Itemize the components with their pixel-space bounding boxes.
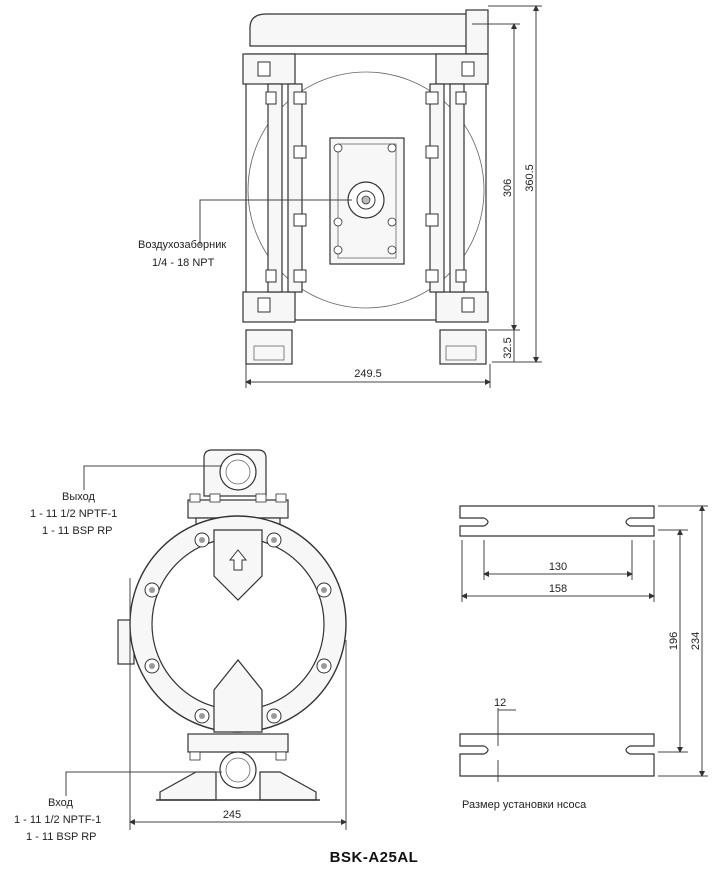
mount-caption: Размер установки нсоса xyxy=(462,799,587,811)
dim-32: 32.5 xyxy=(502,337,514,358)
dim-249: 249.5 xyxy=(354,368,382,380)
dim-234: 234 xyxy=(690,632,702,650)
outlet-spec-2: 1 - 11 BSP RP xyxy=(42,525,113,537)
dim-245: 245 xyxy=(223,809,241,821)
outlet-port-block xyxy=(465,9,489,55)
mount-plate-top xyxy=(459,505,655,537)
inlet-spec-1: 1 - 11 1/2 NPTF-1 xyxy=(14,814,101,826)
outlet-leader xyxy=(83,465,222,490)
inlet-spec-2: 1 - 11 BSP RP xyxy=(26,831,97,843)
outlet-spec-1: 1 - 11 1/2 NPTF-1 xyxy=(30,508,117,520)
dim-12: 12 xyxy=(494,697,506,709)
air-inlet-label: Воздухозаборник xyxy=(138,239,226,251)
dim-306: 306 xyxy=(502,179,514,197)
model-title: BSK-A25AL xyxy=(330,849,419,866)
front-view: Выход 1 - 11 1/2 NPTF-1 1 - 11 BSP RP Вх… xyxy=(14,449,347,843)
mount-view: 130 158 196 234 12 Размер установки нсос… xyxy=(459,505,708,811)
top-view: Воздухозаборник 1/4 - 18 NPT 306 360.5 3… xyxy=(138,5,542,388)
dim-360: 360.5 xyxy=(524,164,536,192)
dim-130: 130 xyxy=(549,561,567,573)
air-inlet-spec: 1/4 - 18 NPT xyxy=(152,257,215,269)
mount-plate-bottom xyxy=(459,733,655,777)
air-inlet-leader xyxy=(199,199,352,246)
inlet-leader xyxy=(65,771,222,796)
inlet-label: Вход xyxy=(48,797,73,809)
outlet-manifold xyxy=(249,13,471,47)
dim-158: 158 xyxy=(549,583,567,595)
dim-196: 196 xyxy=(668,632,680,650)
outlet-label: Выход xyxy=(62,491,95,503)
